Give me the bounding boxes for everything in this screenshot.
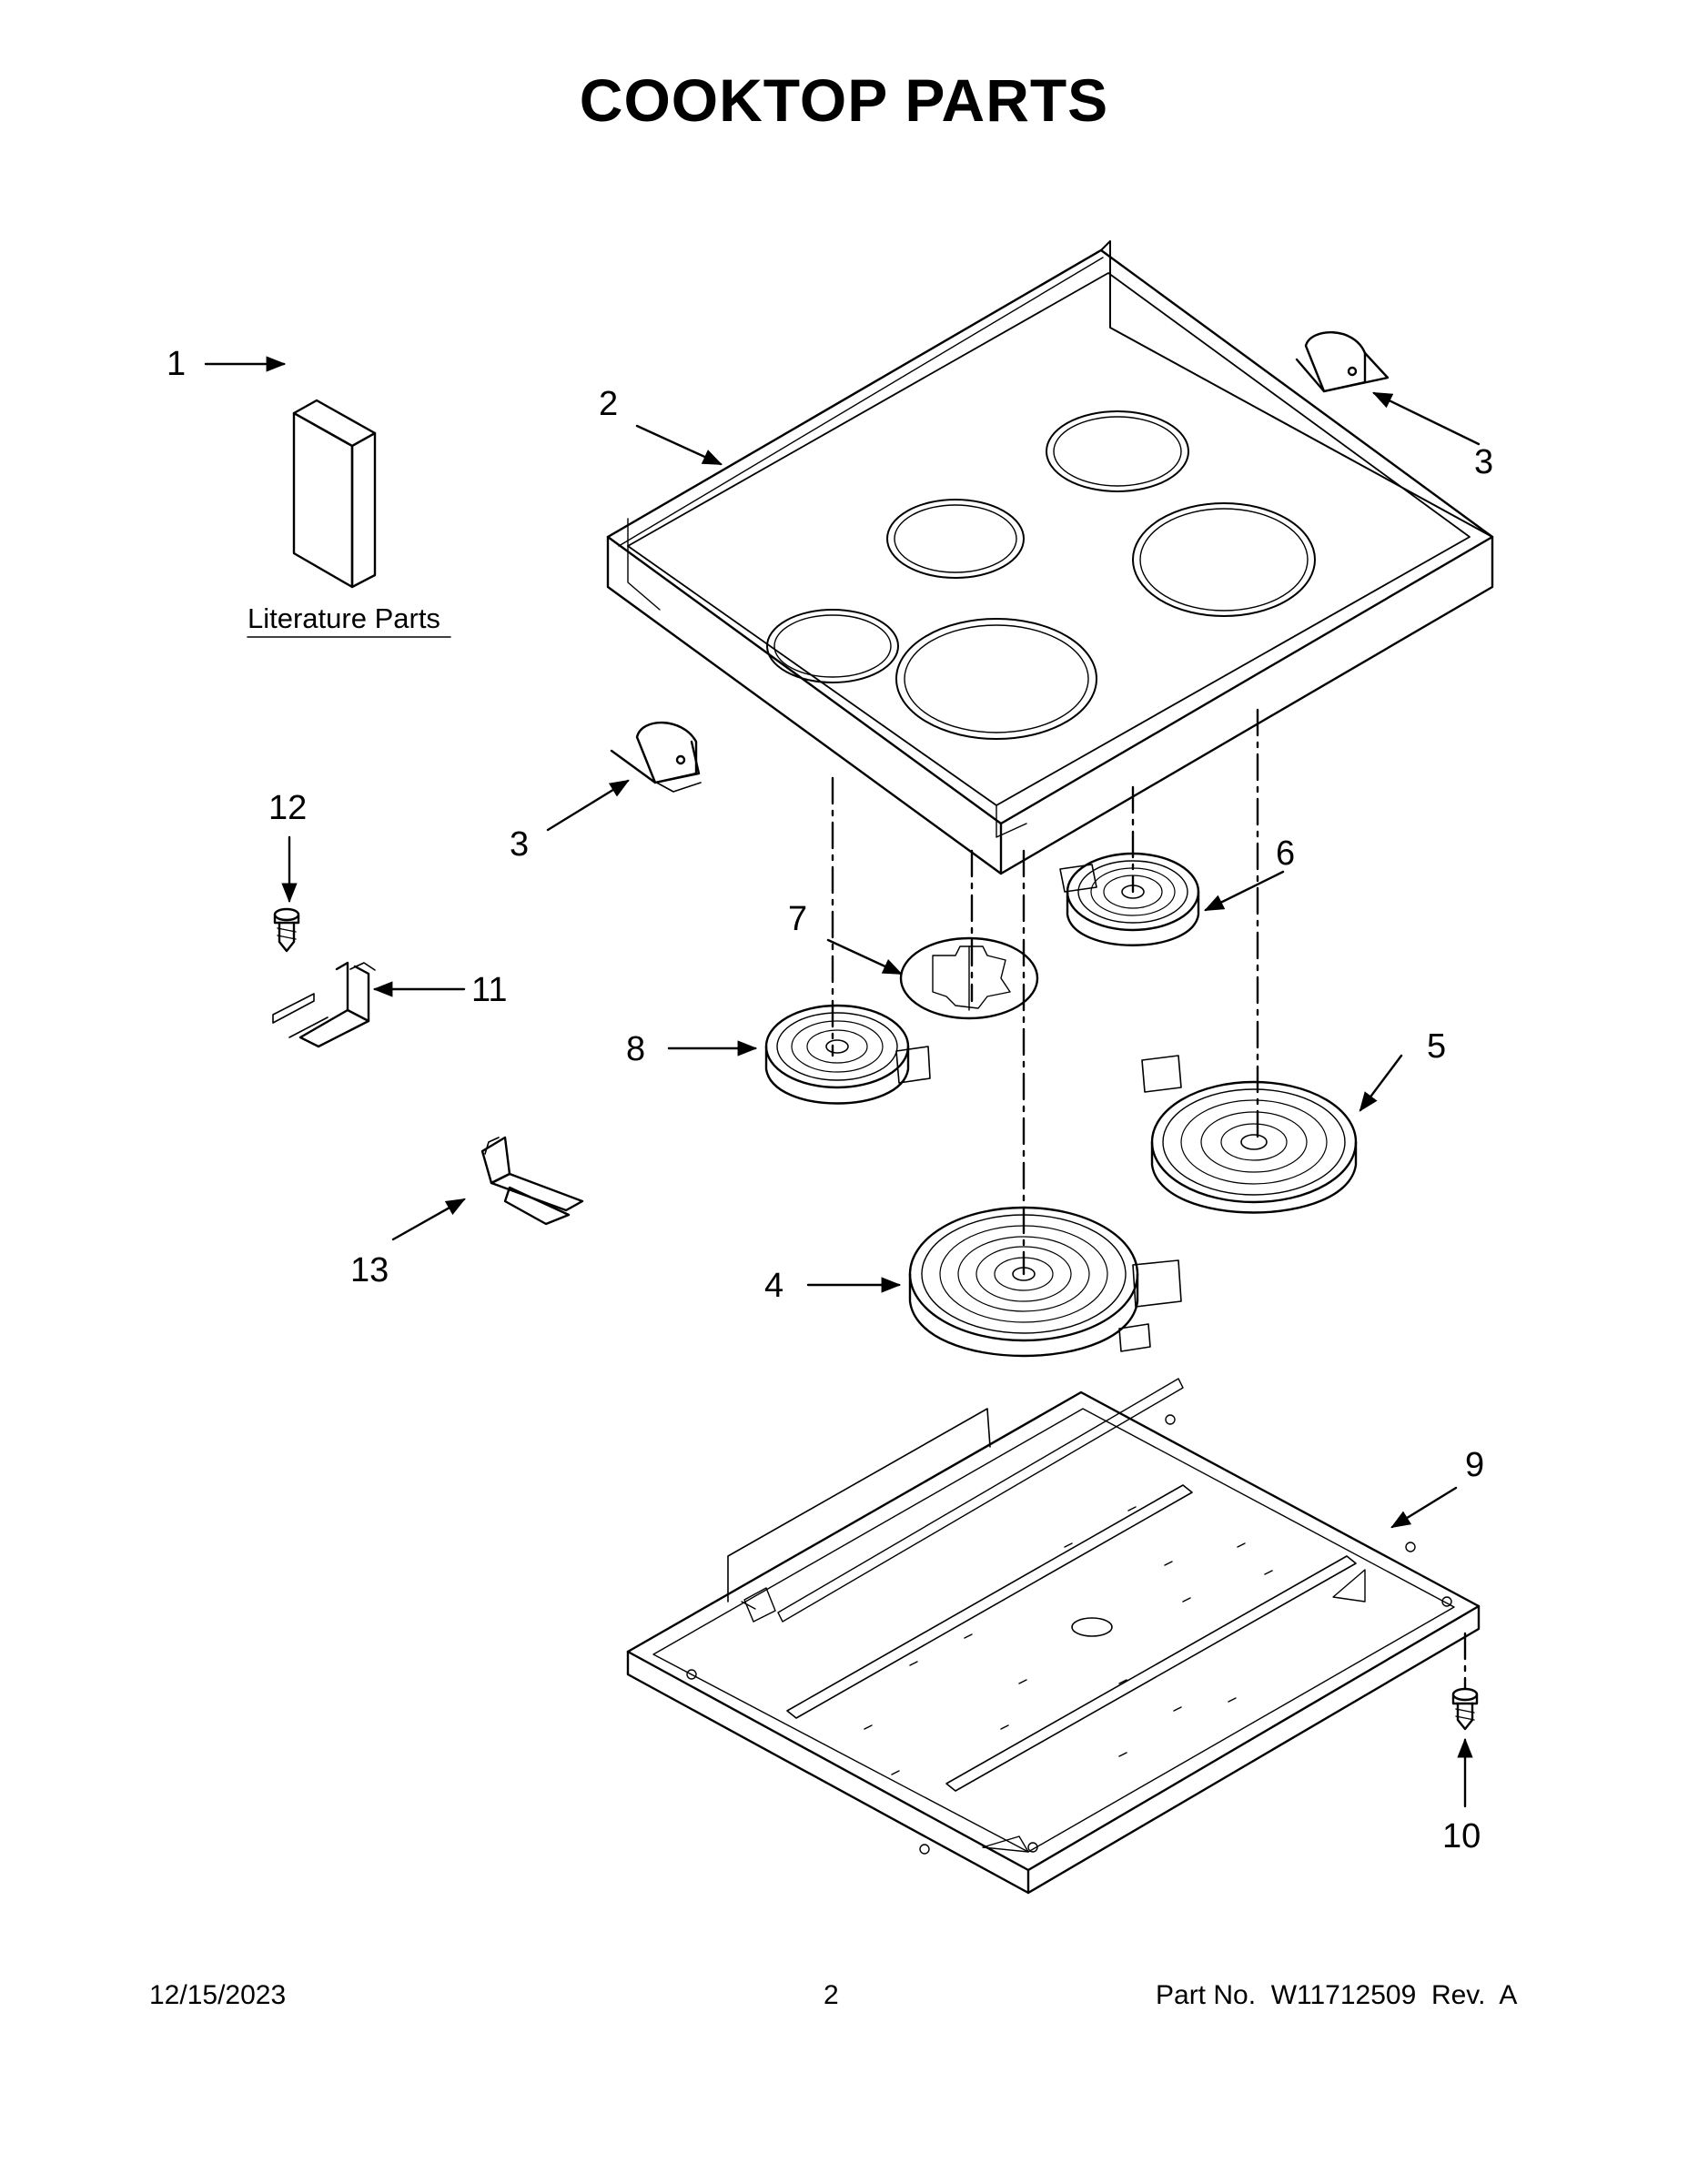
bracket-left <box>610 721 702 793</box>
callout-10: 10 <box>1442 1817 1481 1855</box>
footer-date: 12/15/2023 <box>149 1980 287 2010</box>
callout-numbers: 1 2 3 3 4 5 6 7 8 9 10 11 12 13 <box>167 345 1493 1855</box>
callout-9: 9 <box>1465 1446 1484 1484</box>
element-4 <box>908 1206 1182 1358</box>
element-6 <box>1059 852 1200 946</box>
footer-page-number: 2 <box>824 1980 839 2010</box>
callout-arrows <box>204 356 1481 1808</box>
page-title: COOKTOP PARTS <box>579 66 1109 134</box>
screw-12 <box>273 907 300 953</box>
bracket-13 <box>480 1136 584 1226</box>
callout-6: 6 <box>1276 834 1295 873</box>
cooktop-main-top <box>606 240 1494 875</box>
element-5 <box>1141 1055 1358 1214</box>
bracket-11 <box>272 961 376 1048</box>
callout-4: 4 <box>764 1267 783 1305</box>
callout-5: 5 <box>1427 1027 1446 1066</box>
literature-part <box>292 399 377 589</box>
callout-3-left: 3 <box>510 825 529 864</box>
callout-2: 2 <box>599 385 618 423</box>
alignment-lines <box>831 708 1467 1690</box>
insulator-7 <box>899 936 1039 1020</box>
callout-7: 7 <box>788 900 807 938</box>
callout-8: 8 <box>626 1030 645 1068</box>
base-pan-9 <box>626 1378 1481 1895</box>
bracket-right <box>1295 331 1390 393</box>
callout-11: 11 <box>471 971 507 1009</box>
callout-3-right: 3 <box>1474 443 1493 481</box>
element-8 <box>764 1004 931 1105</box>
literature-parts-label: Literature Parts <box>248 602 440 634</box>
screw-10 <box>1451 1687 1479 1731</box>
callout-1: 1 <box>167 345 186 383</box>
footer-part-number: Part No. W11712509 Rev. A <box>1156 1980 1518 2010</box>
callout-12: 12 <box>268 789 307 827</box>
callout-13: 13 <box>350 1251 389 1289</box>
